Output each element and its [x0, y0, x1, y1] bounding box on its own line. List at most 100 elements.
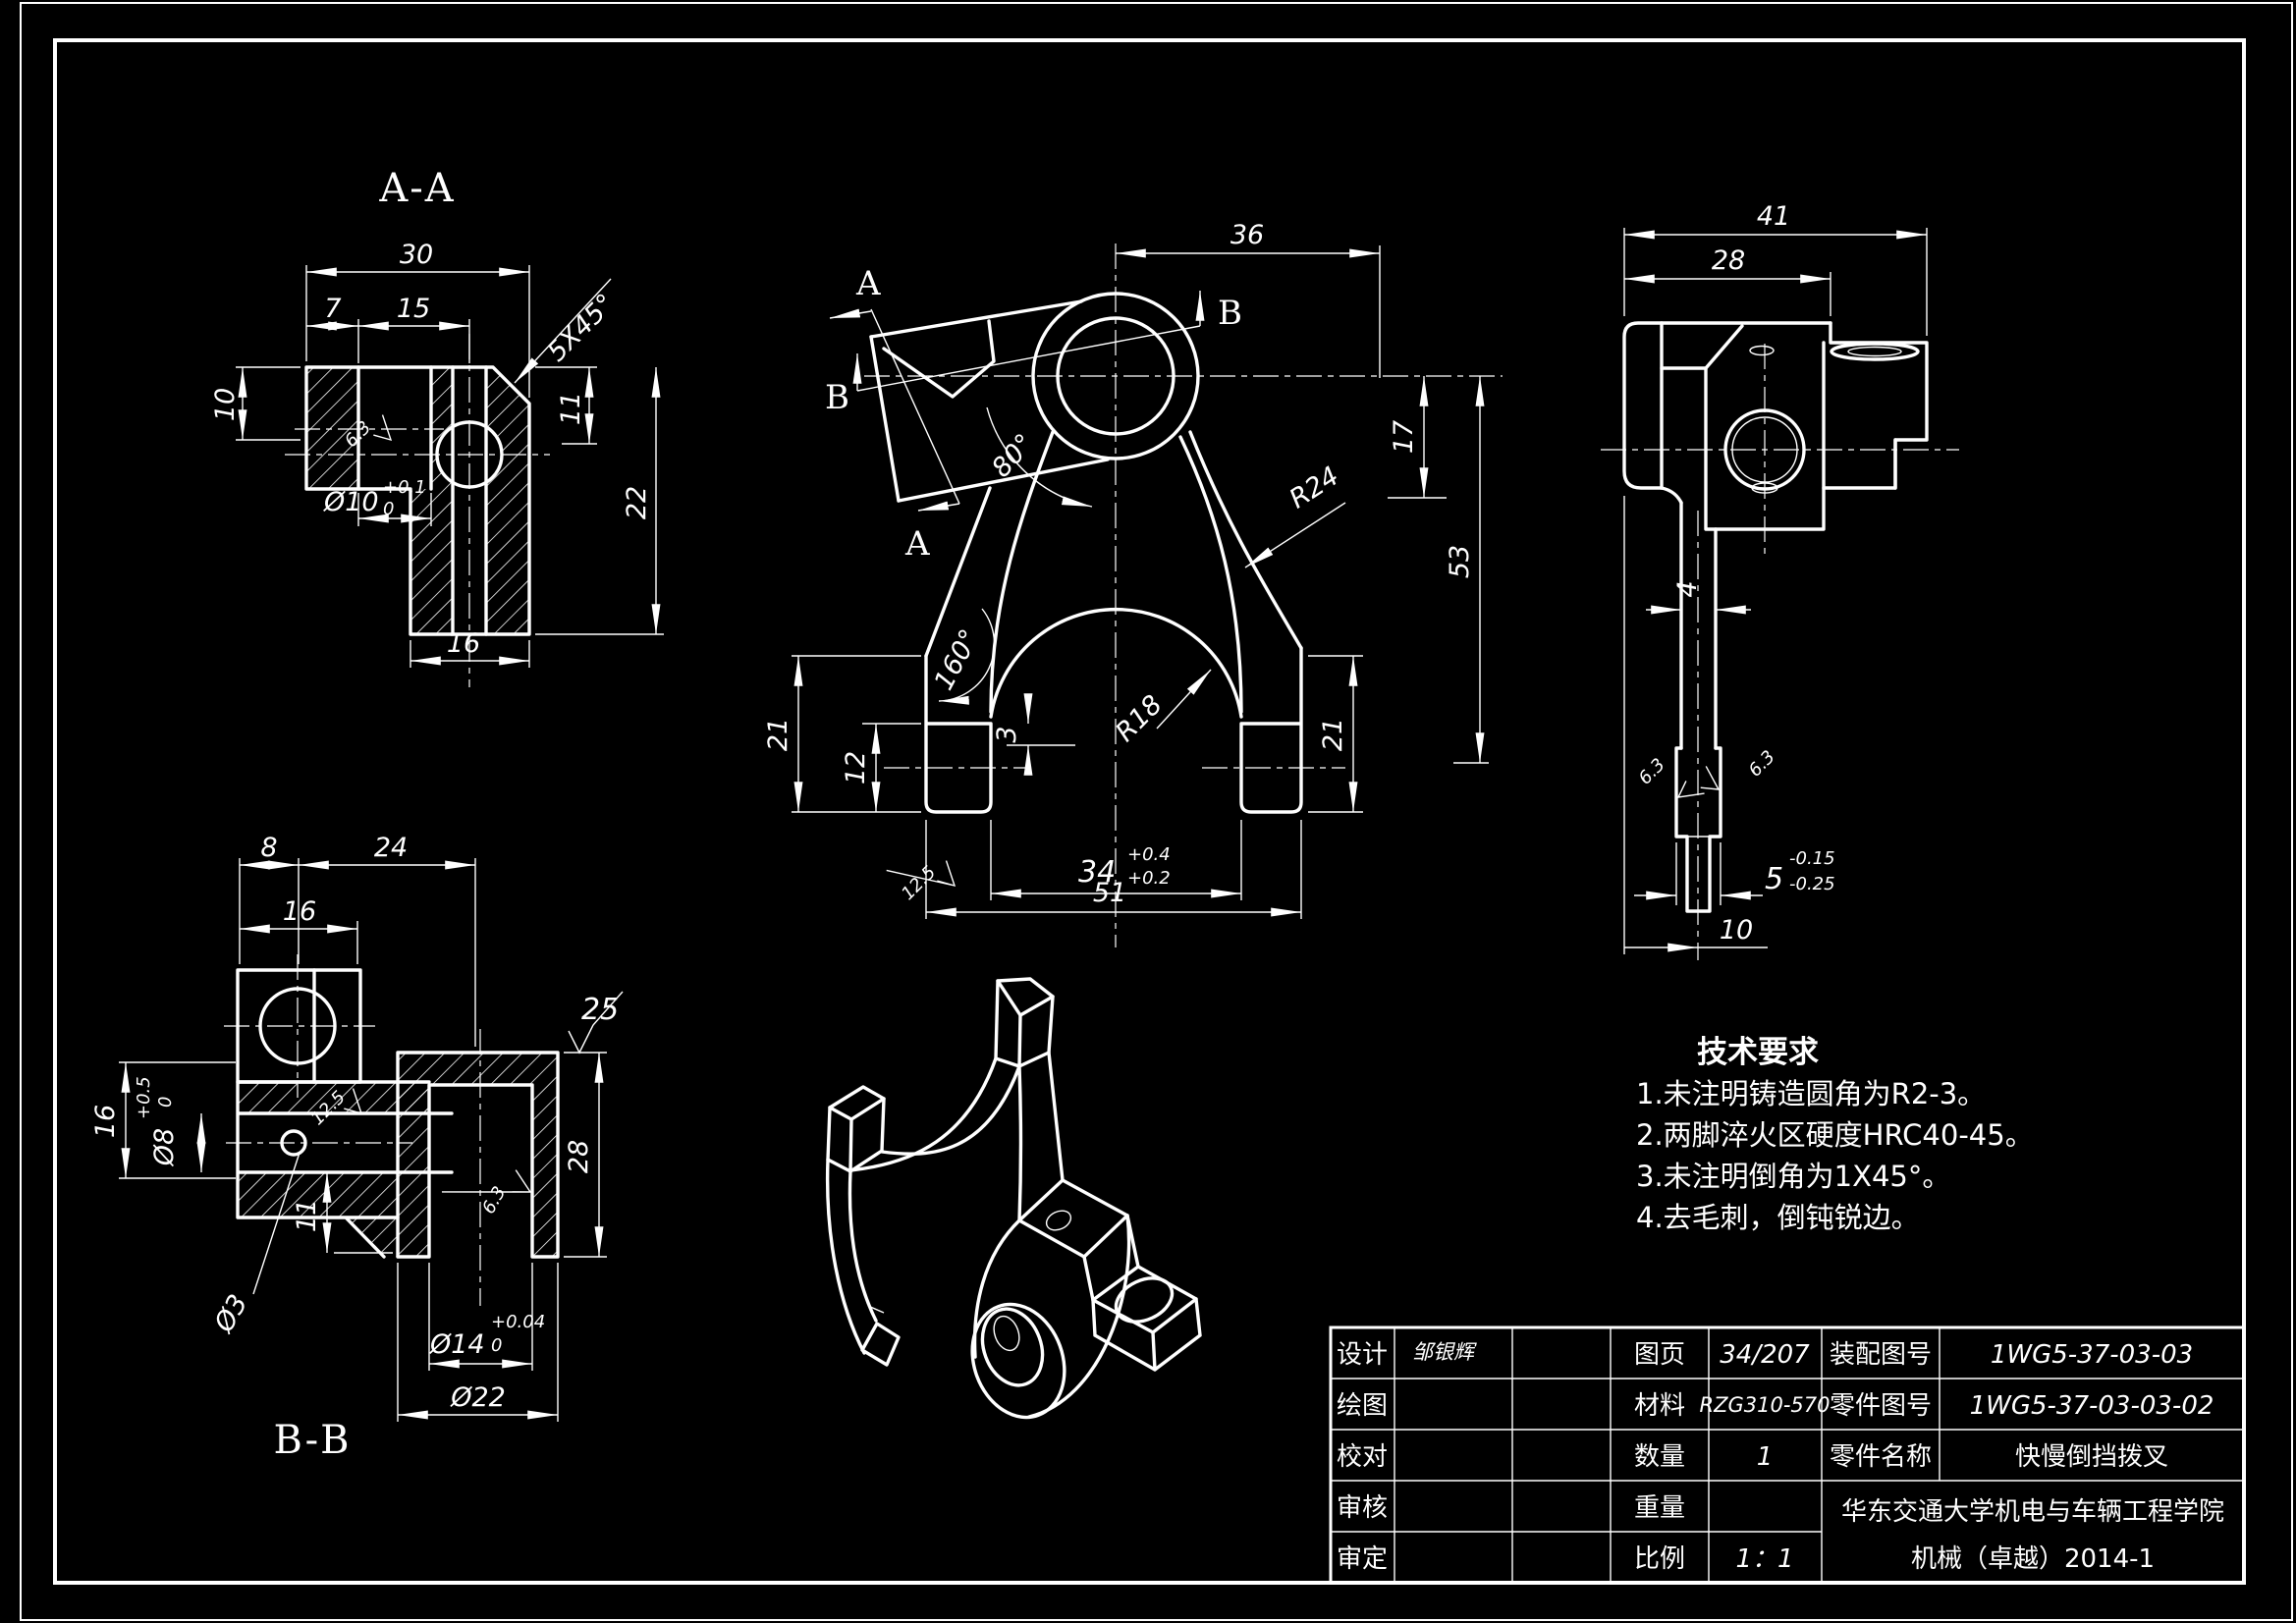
svg-text:41: 41	[1757, 201, 1790, 232]
tb-value-part-name: 快慢倒挡拨叉	[2015, 1442, 2168, 1472]
tb-label-sheet: 图页	[1634, 1340, 1685, 1370]
svg-text:25: 25	[581, 993, 619, 1027]
front-dim-r18: R18	[1110, 669, 1212, 748]
front-dim-36: 36	[1116, 220, 1381, 378]
svg-text:+0.5: +0.5	[134, 1076, 154, 1119]
svg-text:10: 10	[210, 388, 241, 421]
aa-outline	[304, 365, 531, 636]
svg-text:7: 7	[324, 294, 341, 324]
tb-label-draw: 绘图	[1337, 1391, 1388, 1421]
tb-designer-signature: 邹银辉	[1412, 1340, 1477, 1364]
bb-dim-bore22: Ø22	[397, 1263, 559, 1422]
aa-dim-7-15: 7 15	[306, 294, 470, 363]
svg-text:6.3: 6.3	[1635, 754, 1669, 788]
svg-text:Ø8: Ø8	[149, 1128, 180, 1166]
front-dim-51: 51	[925, 820, 1302, 919]
svg-text:R24: R24	[1285, 460, 1344, 514]
svg-text:-0.25: -0.25	[1789, 874, 1835, 894]
aa-dim-22: 22	[535, 367, 664, 635]
svg-text:+0.4: +0.4	[1127, 844, 1171, 865]
front-fork-body	[924, 430, 1303, 814]
tech-req-item-4: 4.去毛刺，倒钝锐边。	[1636, 1201, 1920, 1234]
cut-label-b-left: B	[825, 378, 849, 417]
svg-text:36: 36	[1230, 220, 1264, 250]
svg-text:12.5: 12.5	[898, 862, 940, 904]
tb-label-part-name: 零件名称	[1830, 1442, 1932, 1472]
tb-value-assembly-no: 1WG5-37-03-03	[1991, 1340, 2193, 1370]
svg-text:0: 0	[491, 1335, 502, 1356]
title-block: 设计 绘图 校对 审核 审定 邹银辉 图页 材料 数量 重量 比例 34/207…	[1329, 1325, 2246, 1585]
side-dim-5: 5 -0.15 -0.25	[1634, 842, 1835, 905]
svg-text:51: 51	[1093, 878, 1126, 908]
bb-dim-11: 11	[292, 1172, 393, 1254]
tech-req-item-3: 3.未注明倒角为1X45°。	[1636, 1160, 1950, 1193]
tb-label-approve: 审定	[1337, 1544, 1388, 1574]
svg-text:11: 11	[292, 1199, 322, 1232]
tech-req-item-1: 1.未注明铸造圆角为R2-3。	[1636, 1077, 1986, 1110]
svg-text:Ø3: Ø3	[208, 1289, 254, 1338]
bb-dim-bore14: Ø14 +0.04 0	[428, 1263, 545, 1371]
tb-label-weight: 重量	[1634, 1493, 1685, 1523]
side-roughness-left: 6.3	[1635, 754, 1705, 798]
bb-dim-bore8: Ø8 +0.5 0	[134, 1076, 206, 1172]
front-dim-21-left: 21	[763, 655, 921, 813]
tb-value-part-no: 1WG5-37-03-03-02	[1970, 1391, 2214, 1421]
cut-label-a-top: A	[855, 264, 881, 303]
svg-text:28: 28	[1712, 245, 1745, 276]
svg-text:Ø22: Ø22	[450, 1382, 506, 1413]
svg-text:21: 21	[1318, 718, 1348, 751]
svg-text:10: 10	[1720, 915, 1753, 946]
technical-requirements: 技术要求 1.未注明铸造圆角为R2-3。 2.两脚淬火区硬度HRC40-45。 …	[1636, 1035, 2034, 1234]
tb-value-scale: 1：1	[1735, 1544, 1793, 1574]
section-aa-label: A-A	[378, 166, 455, 211]
svg-text:R18: R18	[1110, 689, 1168, 747]
front-dim-34: 34 +0.4 +0.2	[990, 820, 1242, 900]
svg-text:11: 11	[556, 392, 586, 425]
svg-text:16: 16	[447, 628, 480, 659]
tb-label-audit: 审核	[1337, 1493, 1388, 1523]
front-dim-12: 12	[841, 723, 921, 812]
front-dim-17: 17	[1388, 376, 1447, 499]
svg-text:16: 16	[283, 896, 316, 927]
cutting-plane-b: B B	[825, 291, 1242, 417]
side-view: 41 28 4 6.3 6.3 5 -0.15 -0.25	[1601, 201, 1959, 960]
tb-org-line2: 机械（卓越）2014-1	[1911, 1544, 2155, 1574]
tb-value-sheet: 34/207	[1720, 1340, 1810, 1370]
tb-label-assembly-no: 装配图号	[1830, 1340, 1932, 1370]
svg-text:22: 22	[622, 486, 652, 519]
cut-label-b-right: B	[1218, 294, 1242, 333]
bb-roughness-25: 25	[568, 991, 624, 1055]
svg-text:Ø14: Ø14	[429, 1329, 485, 1360]
svg-text:4: 4	[1672, 580, 1703, 597]
svg-text:5: 5	[1765, 862, 1783, 896]
svg-text:16: 16	[90, 1105, 121, 1138]
svg-text:3: 3	[992, 726, 1022, 742]
svg-text:12: 12	[841, 751, 871, 784]
front-roughness: 12.5	[886, 860, 957, 904]
side-dim-41: 41	[1623, 201, 1928, 336]
svg-text:8: 8	[260, 833, 277, 863]
section-bb-label: B-B	[273, 1418, 351, 1463]
svg-text:21: 21	[763, 718, 793, 751]
side-outline	[1622, 321, 1929, 913]
bb-dim-16v: 16	[90, 1061, 236, 1179]
tb-org-line1: 华东交通大学机电与车辆工程学院	[1841, 1497, 2224, 1527]
front-dim-r24: R24	[1244, 460, 1346, 568]
bb-dim-28: 28	[564, 1052, 607, 1258]
svg-text:53: 53	[1445, 545, 1475, 578]
aa-dim-10: 10	[210, 366, 301, 441]
front-boss-outer	[1031, 292, 1200, 460]
section-aa-view: A-A 30 7 15 5X45°	[210, 166, 664, 687]
side-dim-4: 4	[1646, 550, 1751, 617]
svg-text:+0.1: +0.1	[383, 477, 426, 498]
side-roughness-right: 6.3	[1700, 746, 1779, 790]
front-hub-block	[869, 299, 1110, 503]
svg-text:28: 28	[564, 1140, 594, 1173]
bb-flange	[236, 1051, 560, 1259]
tb-label-qty: 数量	[1634, 1442, 1685, 1472]
svg-text:Ø10: Ø10	[323, 487, 379, 517]
tb-value-qty: 1	[1757, 1442, 1774, 1472]
svg-text:34: 34	[1078, 855, 1116, 890]
front-dim-3: 3	[992, 693, 1033, 776]
